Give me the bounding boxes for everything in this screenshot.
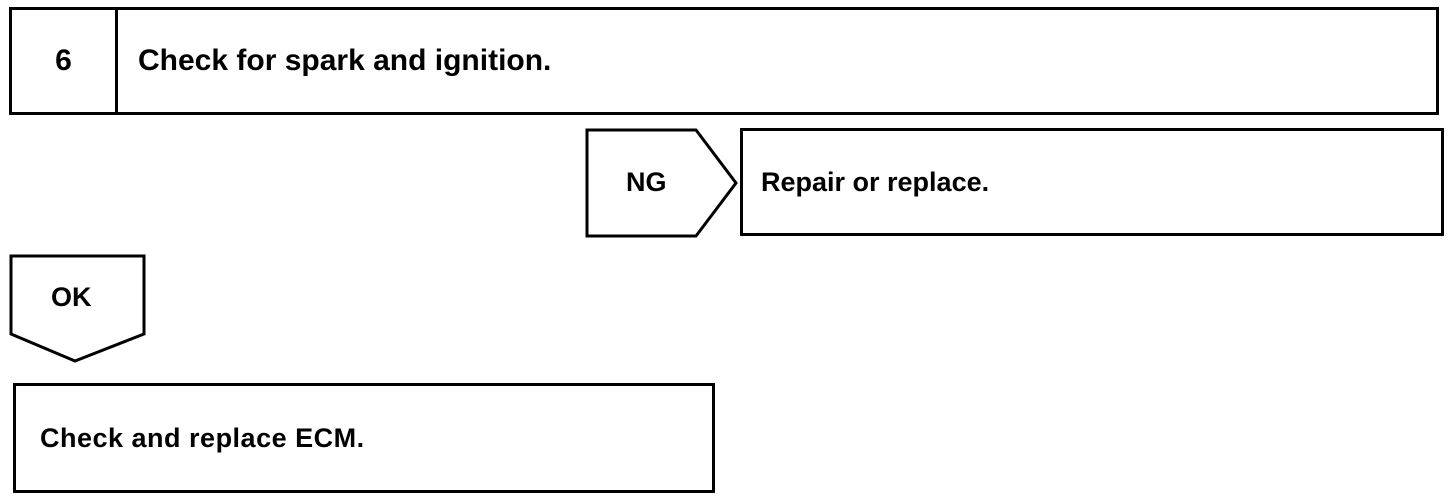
ng-action-text: Repair or replace. [761, 166, 990, 197]
ok-label: OK [51, 282, 92, 312]
step-title: Check for spark and ignition. [138, 44, 552, 77]
ok-branch-arrow-tag: OK [8, 253, 148, 365]
down-pointing-tag-shape [9, 254, 146, 363]
ok-action-text: Check and replace ECM. [40, 422, 365, 453]
step-header-box: 6 Check for spark and ignition. [9, 7, 1439, 115]
ok-action-box: Check and replace ECM. [13, 383, 715, 493]
right-pointing-tag-shape [585, 128, 738, 238]
step-number: 6 [12, 10, 118, 112]
ng-action-box: Repair or replace. [740, 128, 1444, 236]
ng-branch-arrow-tag: NG [584, 127, 739, 239]
ng-label: NG [626, 167, 667, 197]
